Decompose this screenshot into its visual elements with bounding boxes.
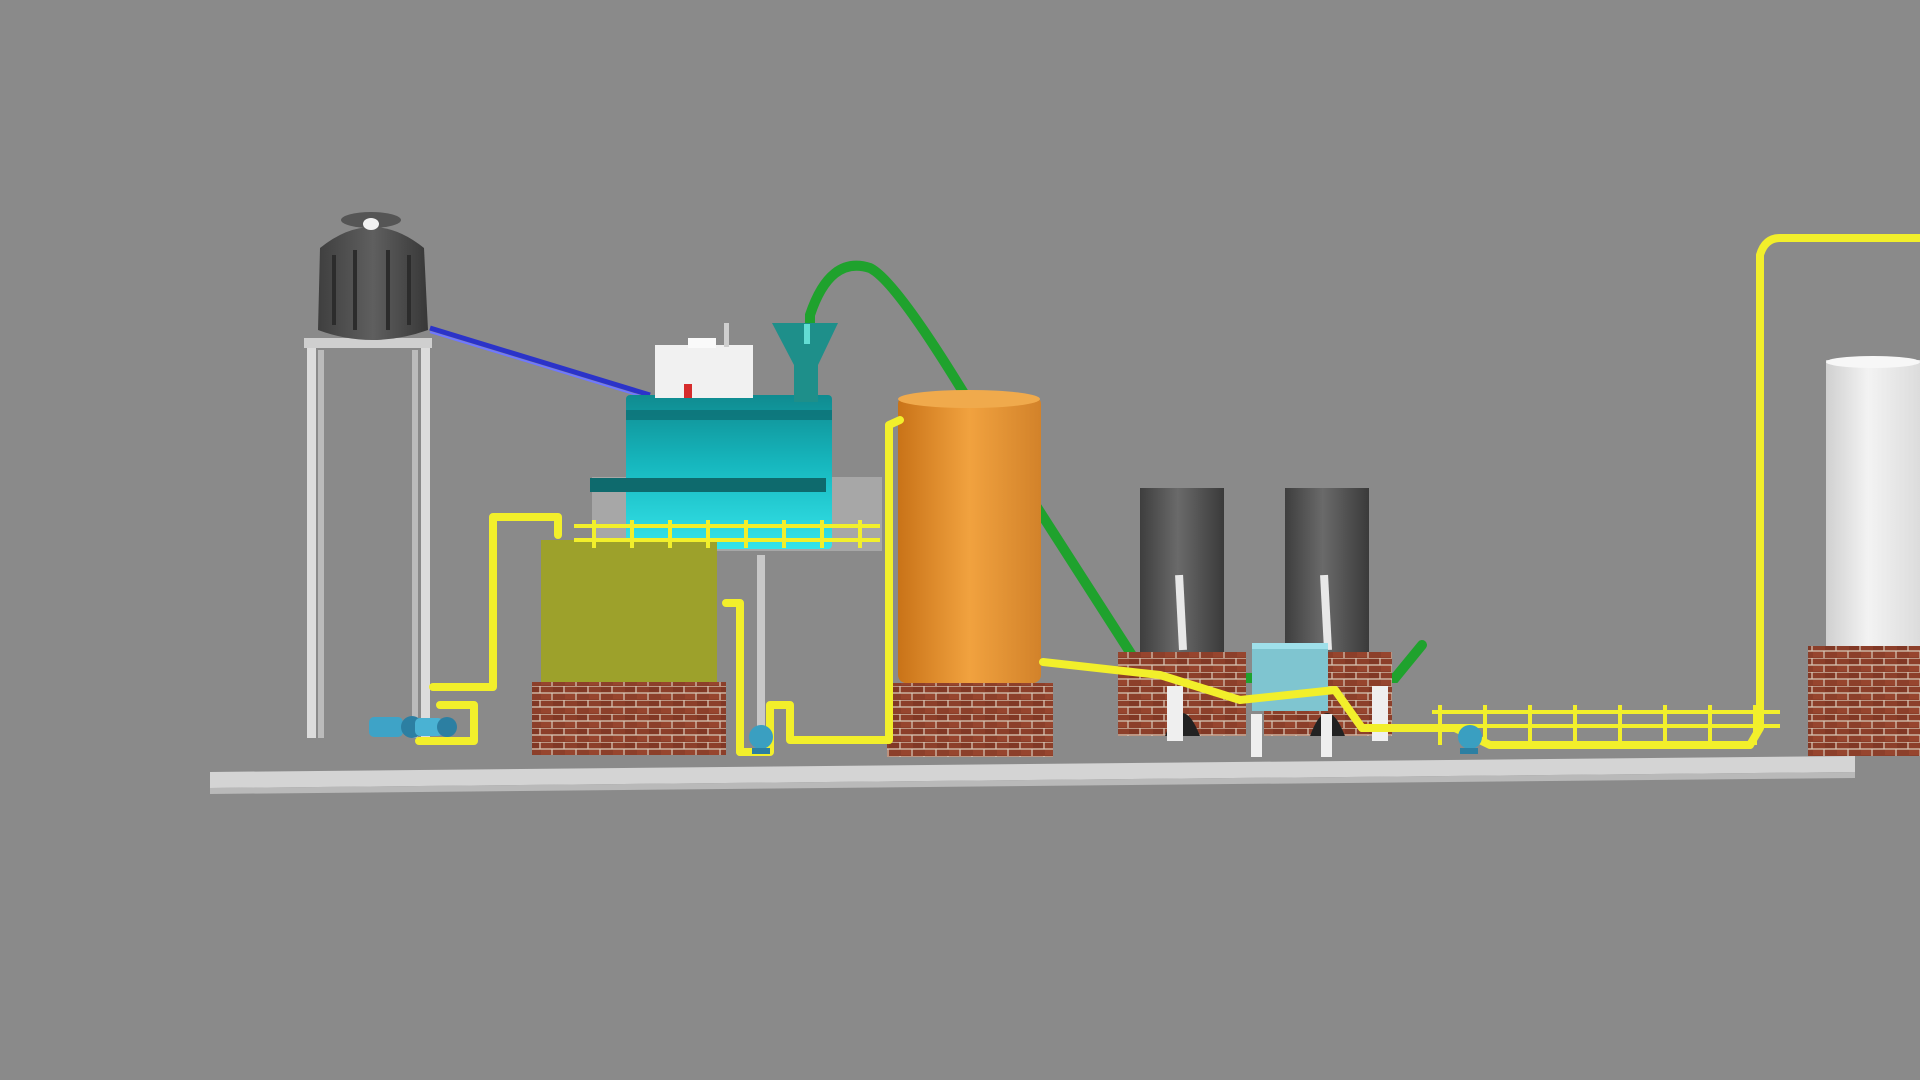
ground-slab <box>210 756 1855 794</box>
blue-feed-pipe <box>429 325 651 400</box>
orange-vertical-tank <box>887 390 1053 757</box>
yellow-railing <box>574 520 1780 745</box>
pump-icon <box>1458 725 1482 754</box>
pump-icon <box>749 725 773 754</box>
green-discharge-pipe <box>805 260 1427 683</box>
pump-icon: pump <box>10 7 50 24</box>
pump-icon <box>369 716 423 738</box>
tank-icon: tank <box>10 47 41 64</box>
white-storage-tank <box>1808 356 1920 756</box>
tank-stand <box>304 338 432 738</box>
motor-box <box>655 323 753 398</box>
valve-icon: valve <box>10 27 47 44</box>
feed-hopper <box>772 323 838 402</box>
pump-icon <box>415 717 457 737</box>
tank-body <box>318 212 428 340</box>
reactor-assembly <box>590 323 882 745</box>
settling-tank <box>532 540 726 755</box>
pipe-icon: pipe <box>10 67 40 84</box>
pump-group <box>369 716 1482 754</box>
elevated-water-tank <box>304 212 432 738</box>
dark-tank-left <box>1118 488 1246 741</box>
